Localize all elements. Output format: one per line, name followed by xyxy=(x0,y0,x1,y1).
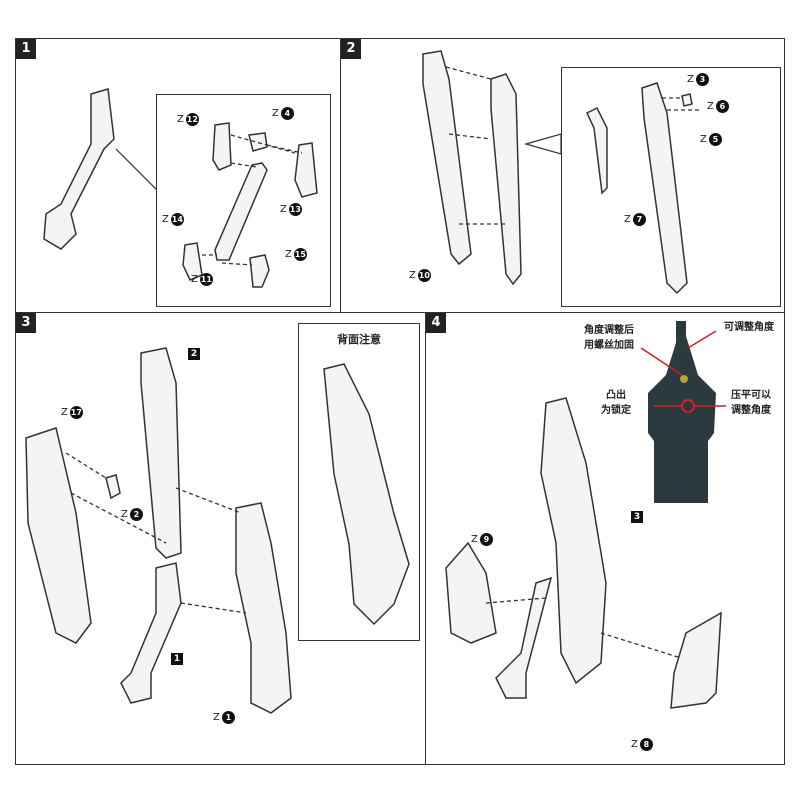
step-number: 1 xyxy=(16,39,36,59)
back-view-drawing xyxy=(323,363,410,626)
note-tighten-screw: 角度调整后 用螺丝加固 xyxy=(584,325,634,351)
detail-drawing xyxy=(586,82,702,295)
note-adjustable-angle: 可调整角度 xyxy=(724,322,774,333)
arm-assembly xyxy=(43,88,115,250)
back-side-note-inset: 背面注意 xyxy=(298,323,420,641)
step-3-drawing xyxy=(25,347,292,714)
step-4-drawing xyxy=(445,321,726,709)
inset-title: 背面注意 xyxy=(337,333,381,346)
detail-drawing xyxy=(182,122,318,288)
step-2-drawing xyxy=(422,50,562,286)
note-press-flat: 压平可以 调整角度 xyxy=(731,390,771,416)
step-ref-3: 3 xyxy=(631,511,643,523)
step-ref-1: 1 xyxy=(171,653,183,665)
step-number: 3 xyxy=(16,313,36,333)
note-protrude-lock: 凸出 为锁定 xyxy=(601,390,631,416)
step-number: 2 xyxy=(341,39,361,59)
step-number: 4 xyxy=(426,313,446,333)
step-ref-2: 2 xyxy=(188,348,200,360)
angle-joint-photo xyxy=(648,323,716,503)
